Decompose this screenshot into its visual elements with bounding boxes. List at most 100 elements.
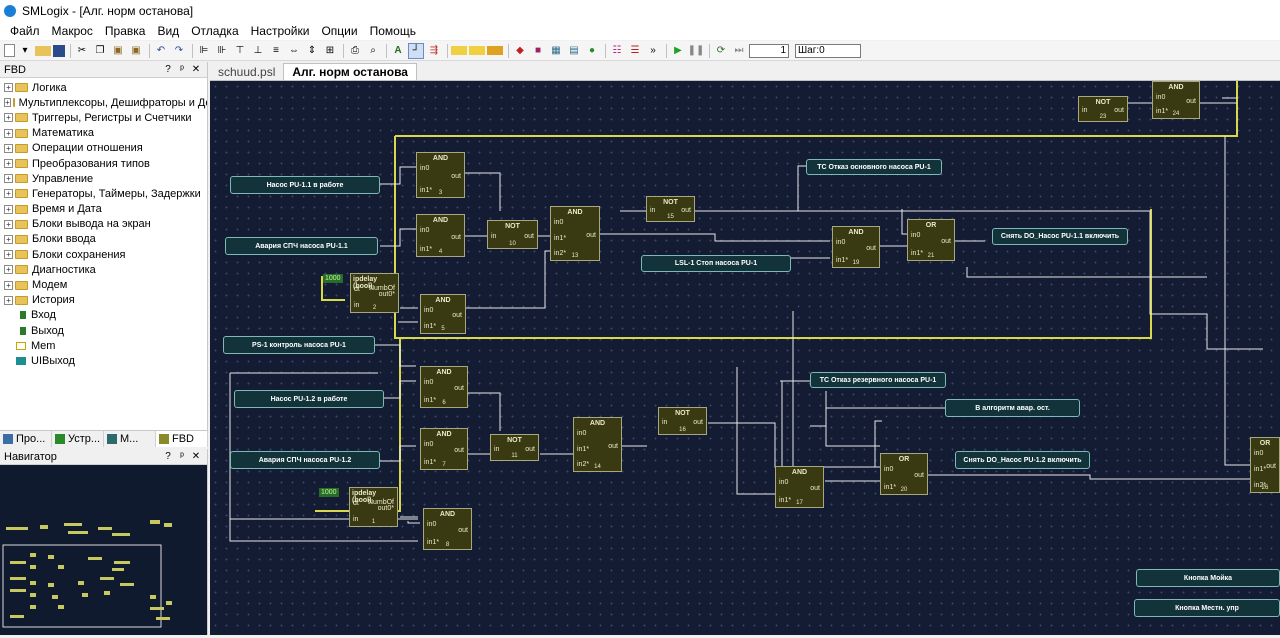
tree-item[interactable]: +Модем <box>0 277 207 292</box>
tree-item[interactable]: Вход <box>0 308 207 323</box>
input-pin[interactable]: in <box>494 445 500 453</box>
monitor-icon[interactable]: ▤ <box>569 44 579 56</box>
label-pump-pu12-running[interactable]: Насос PU-1.2 в работе <box>234 390 384 408</box>
input-pin[interactable]: in0 <box>577 430 587 437</box>
more-icon[interactable]: » <box>650 44 656 56</box>
expand-icon[interactable]: + <box>4 204 13 214</box>
tab-alg-norm-stop[interactable]: Алг. норм останова <box>283 63 417 80</box>
input-pin[interactable]: in0 <box>424 307 434 314</box>
expand-icon[interactable]: + <box>4 143 13 153</box>
save-icon[interactable] <box>53 44 65 57</box>
label-wash-button[interactable]: Кнопка Мойка <box>1136 569 1280 587</box>
input-pin[interactable]: in0 <box>424 379 434 386</box>
expand-icon[interactable]: + <box>4 174 13 184</box>
extra-pin[interactable]: NumbOf <box>367 499 394 506</box>
wire-icon[interactable]: ⇶ <box>429 44 439 56</box>
menu-view[interactable]: Вид <box>157 24 180 38</box>
expand-icon[interactable]: + <box>4 113 13 123</box>
build-icon[interactable]: ■ <box>534 44 542 56</box>
tree-item[interactable]: +Логика <box>0 80 207 95</box>
tab-schuud[interactable]: schuud.psl <box>218 64 276 79</box>
input-pin[interactable]: in <box>650 207 656 214</box>
input-pin[interactable]: in0 <box>911 232 921 239</box>
pin-icon[interactable]: ᵖ <box>180 451 184 462</box>
properties-icon[interactable]: ☷ <box>612 44 622 56</box>
output-pin[interactable]: out <box>451 233 461 241</box>
output-pin[interactable]: out <box>810 485 820 492</box>
input-pin[interactable]: in <box>354 302 360 309</box>
align-top-icon[interactable]: ⊤ <box>235 44 245 56</box>
tree-item[interactable]: +Мультиплексоры, Дешифраторы и Де <box>0 95 207 110</box>
label-local-control-button[interactable]: Кнопка Местн. упр <box>1134 599 1280 617</box>
expand-icon[interactable]: + <box>4 189 13 199</box>
input-pin[interactable]: in <box>353 516 359 523</box>
expand-icon[interactable]: + <box>4 280 13 290</box>
expand-icon[interactable]: + <box>4 250 13 260</box>
menu-settings[interactable]: Настройки <box>250 24 310 38</box>
expand-icon[interactable]: + <box>4 159 13 169</box>
tree-item[interactable]: +Преобразования типов <box>0 156 207 171</box>
tree-item[interactable]: +Блоки ввода <box>0 232 207 247</box>
compile-icon[interactable]: ◆ <box>516 44 524 56</box>
tree-item[interactable]: +Время и Дата <box>0 202 207 217</box>
input-pin[interactable]: in <box>662 419 668 426</box>
output-pin[interactable]: out <box>454 447 464 454</box>
constant-delay-2[interactable]: 1000 <box>323 274 343 283</box>
input-pin[interactable]: in1* <box>779 497 792 504</box>
label-lsl1-stop[interactable]: LSL-1 Стоп насоса PU-1 <box>641 255 791 272</box>
same-height-icon[interactable]: ⇕ <box>307 44 317 56</box>
input-pin[interactable]: in1* <box>424 459 437 466</box>
undo-icon[interactable]: ↶ <box>156 44 166 56</box>
input-pin[interactable]: in0 <box>884 466 894 473</box>
text-icon[interactable]: A <box>394 44 402 56</box>
output-pin[interactable]: out0* <box>378 291 395 298</box>
input-pin[interactable]: in0 <box>427 521 437 528</box>
output-pin[interactable]: out <box>452 312 462 319</box>
input-pin[interactable]: in0 <box>554 219 564 226</box>
tree-item[interactable]: +Управление <box>0 171 207 186</box>
close-icon[interactable]: ✕ <box>191 64 201 75</box>
dropdown-icon[interactable]: ▾ <box>22 44 28 56</box>
input-pin[interactable]: in1* <box>420 187 433 194</box>
output-pin[interactable]: out <box>1186 98 1196 105</box>
expand-icon[interactable]: + <box>4 219 13 229</box>
input-pin[interactable]: in2* <box>1254 482 1267 489</box>
macro-icon[interactable] <box>487 46 503 55</box>
fbd-diagram-canvas[interactable]: Насос PU-1.1 в работе Авария СПЧ насоса … <box>210 81 1280 635</box>
align-right-icon[interactable]: ⊪ <box>217 44 227 56</box>
pin-icon[interactable]: ᵖ <box>180 64 184 75</box>
output-pin[interactable]: out <box>914 472 924 479</box>
output-pin[interactable]: out <box>524 232 534 240</box>
input-pin[interactable]: in1* <box>1254 466 1267 473</box>
block-alt-icon[interactable] <box>469 46 485 55</box>
connect-tool-icon[interactable]: ┘ <box>408 42 424 59</box>
input-pin[interactable]: in0 <box>836 239 846 246</box>
input-pin[interactable]: in1* <box>554 234 567 242</box>
redo-icon[interactable]: ↷ <box>174 44 184 56</box>
label-reset-do-pu11[interactable]: Снять DO_Насос PU-1.1 включить <box>992 228 1128 245</box>
pause-icon[interactable]: ❚❚ <box>687 44 705 56</box>
input-pin[interactable]: in1* <box>424 397 437 404</box>
new-file-icon[interactable] <box>4 44 15 57</box>
input-pin[interactable]: dt <box>354 286 360 293</box>
block-icon[interactable] <box>451 46 467 55</box>
output-pin[interactable]: out <box>1266 463 1276 470</box>
input-pin[interactable]: in0 <box>420 227 430 234</box>
close-icon[interactable]: ✕ <box>191 451 201 462</box>
menu-help[interactable]: Помощь <box>369 24 416 38</box>
tree-item[interactable]: +Математика <box>0 126 207 141</box>
output-pin[interactable]: out <box>586 231 596 239</box>
tree-item[interactable]: +Диагностика <box>0 262 207 277</box>
output-pin[interactable]: out <box>693 419 703 426</box>
label-to-emergency-stop[interactable]: В алгоритм авар. ост. <box>945 399 1080 417</box>
label-ts-backup-pump-fault[interactable]: ТС Отказ резервного насоса PU-1 <box>810 372 946 388</box>
input-pin[interactable]: in1* <box>420 246 433 253</box>
